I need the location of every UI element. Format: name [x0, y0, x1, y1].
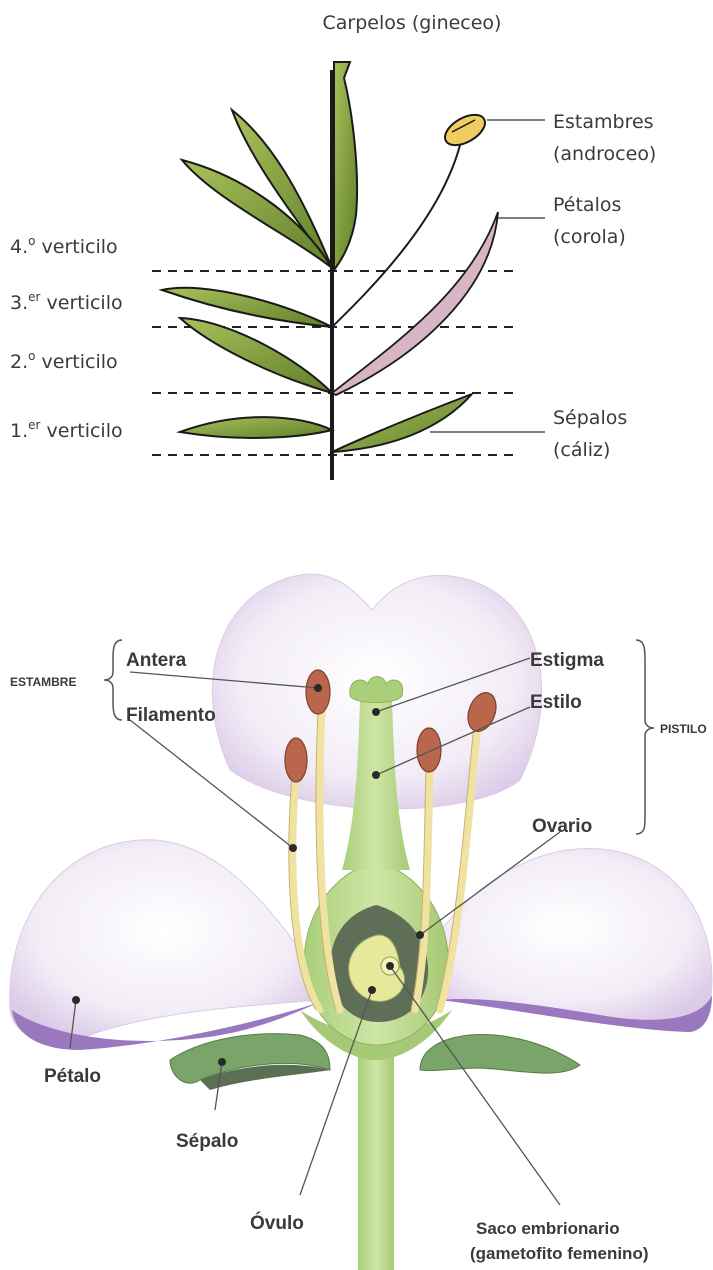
label-estambre: ESTAMBRE — [10, 675, 76, 689]
whorl-4-number: 4. — [10, 236, 28, 258]
dot-ovulo — [368, 986, 376, 994]
label-stamens-1: Estambres — [553, 111, 654, 133]
pistilo-bracket — [636, 640, 654, 834]
label-whorl-3: 3.er verticilo — [10, 290, 123, 314]
label-petals-2: (corola) — [553, 226, 626, 248]
dot-saco — [386, 962, 394, 970]
whorl-2-text: verticilo — [35, 351, 117, 373]
dot-estilo — [372, 771, 380, 779]
dot-sepalo — [218, 1058, 226, 1066]
label-saco-1: Saco embrionario — [476, 1219, 620, 1238]
dot-antera — [314, 684, 322, 692]
label-antera: Antera — [126, 650, 187, 671]
label-petalo: Pétalo — [44, 1066, 101, 1087]
flower-stem — [358, 1040, 394, 1270]
whorl-2-number: 2. — [10, 351, 28, 373]
label-whorl-4: 4.o verticilo — [10, 234, 118, 258]
estambre-bracket — [104, 640, 122, 720]
flower-anatomy: ESTAMBRE Antera Filamento Estigma Estilo… — [10, 574, 712, 1270]
whorl-4-superscript: o — [28, 234, 35, 248]
dot-petalo — [72, 996, 80, 1004]
petal-leaf-left — [180, 318, 332, 393]
label-saco-2: (gametofito femenino) — [470, 1244, 649, 1263]
label-petals-1: Pétalos — [553, 194, 621, 216]
whorl-1-number: 1. — [10, 420, 28, 442]
sepal-leaf-left — [180, 417, 332, 438]
label-sepals-2: (cáliz) — [553, 439, 610, 461]
label-ovulo: Óvulo — [250, 1212, 304, 1234]
label-sepalo: Sépalo — [176, 1131, 238, 1152]
whorl-1-text: verticilo — [40, 420, 122, 442]
label-whorl-1: 1.er verticilo — [10, 418, 123, 442]
dot-filamento — [289, 844, 297, 852]
label-stamens-2: (androceo) — [553, 143, 656, 165]
dot-estigma — [372, 708, 380, 716]
label-sepals-1: Sépalos — [553, 407, 627, 429]
whorl-2-superscript: o — [28, 349, 35, 363]
carpel-leaf — [334, 62, 357, 270]
label-pistilo: PISTILO — [660, 722, 707, 736]
petal-structure — [332, 212, 498, 395]
whorl-1-superscript: er — [28, 418, 40, 432]
label-ovario: Ovario — [532, 816, 592, 837]
stigma — [350, 677, 403, 703]
dot-ovario — [416, 931, 424, 939]
label-whorl-2: 2.o verticilo — [10, 349, 118, 373]
whorl-3-number: 3. — [10, 292, 28, 314]
stamen-anther — [440, 109, 490, 152]
carpel-leaf-left-2 — [182, 160, 332, 268]
whorl-diagram: Carpelos (gineceo) Estambres (androceo) … — [10, 12, 656, 480]
right-sepal — [420, 1035, 580, 1074]
anther-3 — [417, 728, 441, 772]
label-carpels: Carpelos (gineceo) — [323, 12, 502, 34]
sepal-leaf-right — [332, 394, 472, 452]
whorl-3-text: verticilo — [40, 292, 122, 314]
label-estilo: Estilo — [530, 692, 582, 713]
whorl-4-text: verticilo — [35, 236, 117, 258]
label-estigma: Estigma — [530, 650, 604, 671]
anther-1 — [285, 738, 307, 782]
label-filamento: Filamento — [126, 705, 216, 726]
whorl-3-superscript: er — [28, 290, 40, 304]
left-petal — [10, 840, 320, 1041]
